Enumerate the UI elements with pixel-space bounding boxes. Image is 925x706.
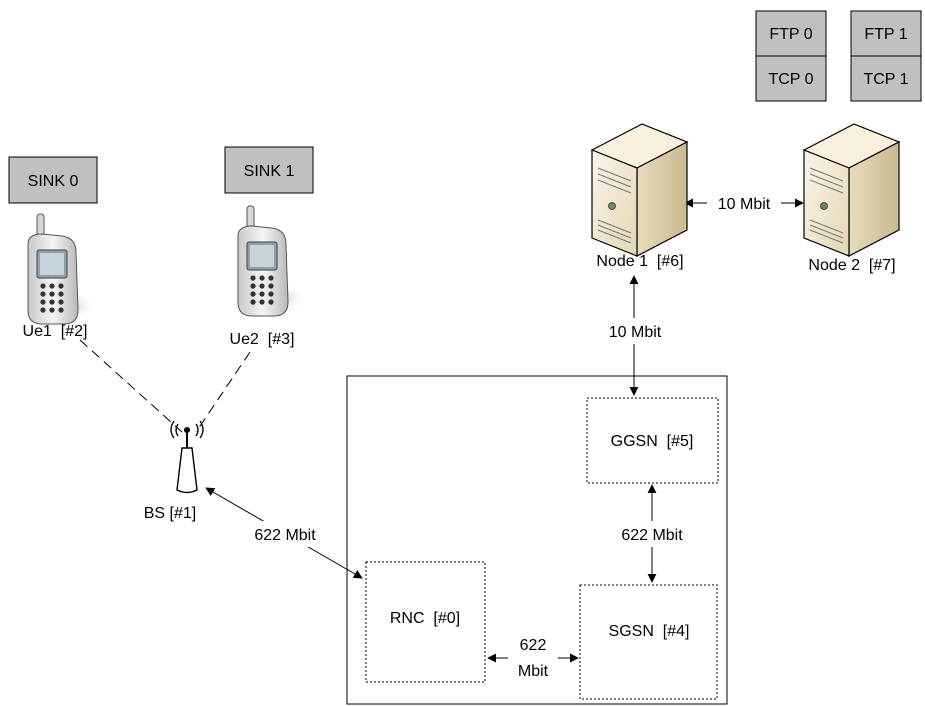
wireless-link-ue2-bs (195, 351, 251, 433)
ue2-label: Ue2 [#3] (230, 331, 295, 348)
link-label-rnc-sgsn-2: Mbit (518, 663, 549, 680)
ue1-label: Ue1 [#2] (23, 323, 88, 340)
node2-label: Node 2 [#7] (808, 257, 895, 274)
bs-label: BS [#1] (144, 505, 196, 522)
node1-label: Node 1 [#6] (596, 253, 683, 270)
tcp1-label: TCP 1 (863, 71, 908, 88)
node1-server-icon (590, 123, 689, 257)
ftp1-label: FTP 1 (864, 26, 907, 43)
app-stack-1: FTP 1 TCP 1 (850, 10, 922, 102)
sink0-box: SINK 0 (8, 156, 98, 204)
ggsn-label: GGSN [#5] (611, 433, 694, 450)
sink1-label: SINK 1 (244, 163, 295, 180)
ggsn-node: GGSN [#5] (586, 397, 719, 484)
link-label-node1-ggsn: 10 Mbit (609, 324, 662, 341)
tcp0-label: TCP 0 (768, 71, 813, 88)
wireless-link-ue1-bs (79, 339, 183, 433)
sink0-label: SINK 0 (28, 173, 79, 190)
rnc-label: RNC [#0] (390, 610, 460, 627)
link-label-rnc-sgsn-1: 622 (520, 637, 547, 654)
bs-antenna-icon (170, 420, 204, 494)
link-label-sgsn-ggsn: 622 Mbit (621, 527, 683, 544)
ftp0-label: FTP 0 (769, 26, 812, 43)
rnc-node: RNC [#0] (365, 561, 486, 683)
link-label-node1-node2: 10 Mbit (718, 196, 771, 213)
sink1-box: SINK 1 (224, 146, 314, 194)
app-stack-0: FTP 0 TCP 0 (755, 10, 827, 102)
sgsn-label: SGSN [#4] (609, 623, 690, 640)
sgsn-node: SGSN [#4] (579, 584, 718, 700)
ue1-phone-icon (27, 213, 98, 325)
node2-server-icon (802, 123, 901, 257)
link-label-bs-rnc: 622 Mbit (254, 527, 316, 544)
ue2-phone-icon (237, 205, 308, 317)
